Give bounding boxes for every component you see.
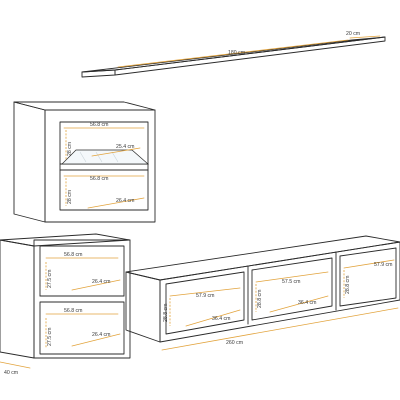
tv-c1-width-dim bbox=[169, 287, 241, 297]
shelf-depth-label: 20 cm bbox=[346, 31, 360, 37]
side-cabinet: 56.8 cm 27.5 cm 26.4 cm 56.8 cm 27.5 cm … bbox=[0, 233, 131, 376]
upper-glass-depth-dim bbox=[91, 147, 141, 157]
tv-c1-depth-dim bbox=[185, 309, 241, 327]
tv-total-width-dim bbox=[161, 307, 399, 351]
tv-c1-width-label: 57.9 cm bbox=[196, 293, 214, 299]
side-bottom-depth-label: 26.4 cm bbox=[92, 332, 110, 338]
tv-c3-width-dim bbox=[343, 259, 395, 269]
upper-bottom-height-label: 28 cm bbox=[67, 190, 73, 204]
tv-c1-height-label: 28.8 cm bbox=[163, 304, 169, 322]
upper-bottom-depth-dim bbox=[87, 197, 145, 209]
tv-c2-depth-dim bbox=[269, 295, 329, 313]
glass-shelf bbox=[61, 149, 149, 165]
tv-c3-height-label: 28.8 cm bbox=[345, 276, 351, 294]
shelf-depth-dim bbox=[349, 35, 381, 39]
shelf-width-label: 180 cm bbox=[228, 50, 245, 56]
upper-cabinet: 56.8 cm 28 cm 25.4 cm 56.8 cm 28 cm 26.4… bbox=[13, 101, 156, 223]
shelf-width-dim bbox=[117, 39, 349, 68]
upper-glass-depth-label: 25.4 cm bbox=[116, 144, 134, 150]
tv-stand: 57.9 cm 28.8 cm 36.4 cm 57.5 cm 28.8 cm … bbox=[125, 235, 400, 351]
upper-top-height-label: 28 cm bbox=[67, 142, 73, 156]
upper-bottom-width-label: 56.8 cm bbox=[90, 176, 108, 182]
side-bottom-height-label: 27.5 cm bbox=[47, 328, 53, 346]
tv-c3-width-label: 57.9 cm bbox=[374, 262, 392, 268]
side-top-height-label: 27.5 cm bbox=[47, 270, 53, 288]
side-depth-label: 40 cm bbox=[4, 370, 18, 376]
tv-total-width-label: 260 cm bbox=[226, 340, 243, 346]
side-top-width-label: 56.8 cm bbox=[64, 252, 82, 258]
tv-c2-width-dim bbox=[255, 271, 329, 283]
side-top-depth-dim bbox=[71, 279, 121, 291]
upper-top-width-label: 56.8 cm bbox=[90, 122, 108, 128]
wall-shelf: 180 cm 20 cm bbox=[81, 31, 386, 78]
side-top-depth-label: 26.4 cm bbox=[92, 279, 110, 285]
tv-c2-width-label: 57.5 cm bbox=[282, 279, 300, 285]
tv-c2-depth-label: 36.4 cm bbox=[298, 300, 316, 306]
side-bottom-width-label: 56.8 cm bbox=[64, 308, 82, 314]
upper-bottom-depth-label: 26.4 cm bbox=[116, 198, 134, 204]
tv-c2-height-label: 28.8 cm bbox=[257, 290, 263, 308]
tv-c1-depth-label: 36.4 cm bbox=[212, 316, 230, 322]
side-depth-dim bbox=[0, 361, 31, 369]
side-bottom-depth-dim bbox=[71, 333, 121, 347]
